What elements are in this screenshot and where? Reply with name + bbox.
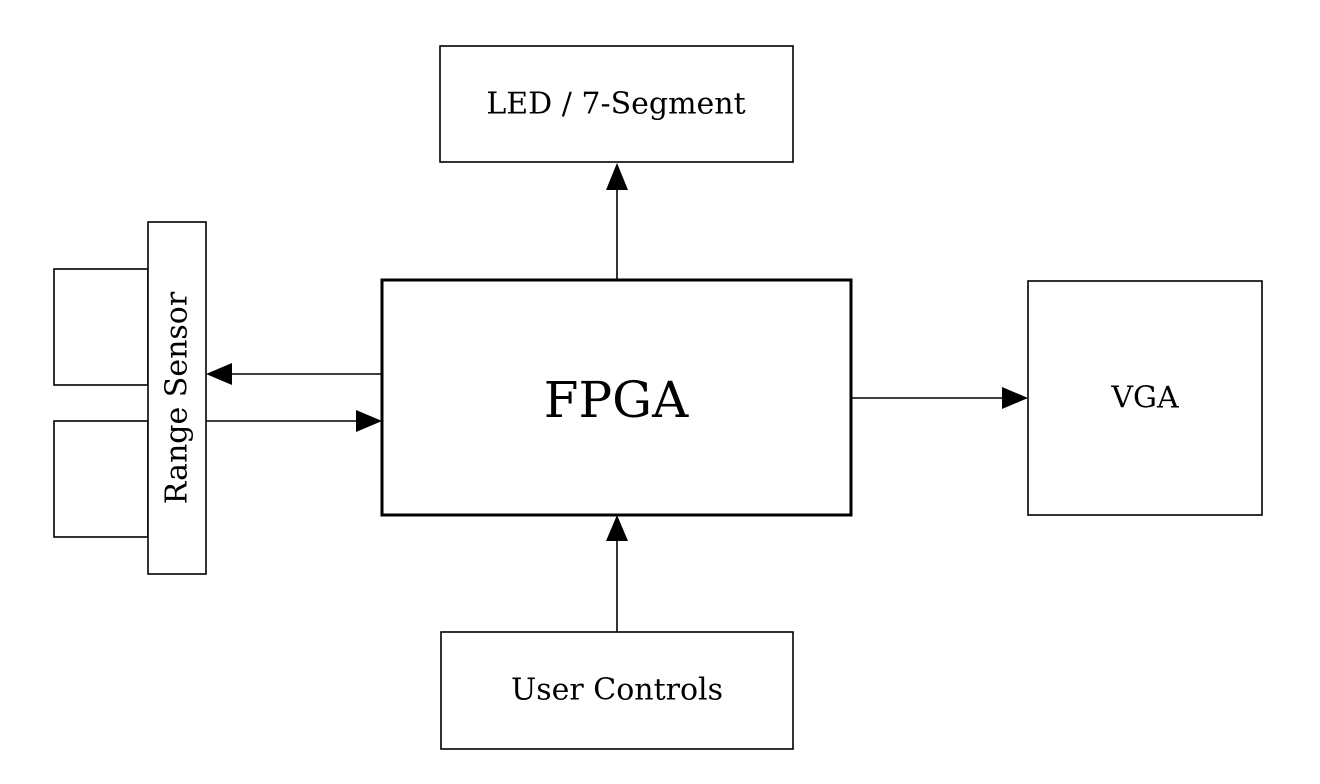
arrow-fpga-to-range-sensor	[206, 363, 382, 385]
sensor-transducer-top	[53, 268, 149, 386]
user-controls-block	[440, 631, 794, 750]
led-7segment-label: LED / 7-Segment	[486, 87, 745, 122]
sensor-transducer-bottom	[53, 420, 149, 538]
led-7segment-block	[439, 45, 794, 163]
range-sensor-block	[147, 221, 207, 575]
user-controls-label: User Controls	[511, 673, 723, 708]
fpga-label: FPGA	[544, 371, 689, 429]
arrow-fpga-to-vga	[851, 387, 1028, 409]
vga-label: VGA	[1110, 381, 1179, 416]
arrow-fpga-to-led	[606, 163, 628, 280]
vga-block	[1027, 280, 1263, 516]
arrow-range-sensor-to-fpga	[206, 410, 382, 432]
arrow-user-controls-to-fpga	[606, 515, 628, 632]
range-sensor-label: Range Sensor	[160, 291, 195, 504]
